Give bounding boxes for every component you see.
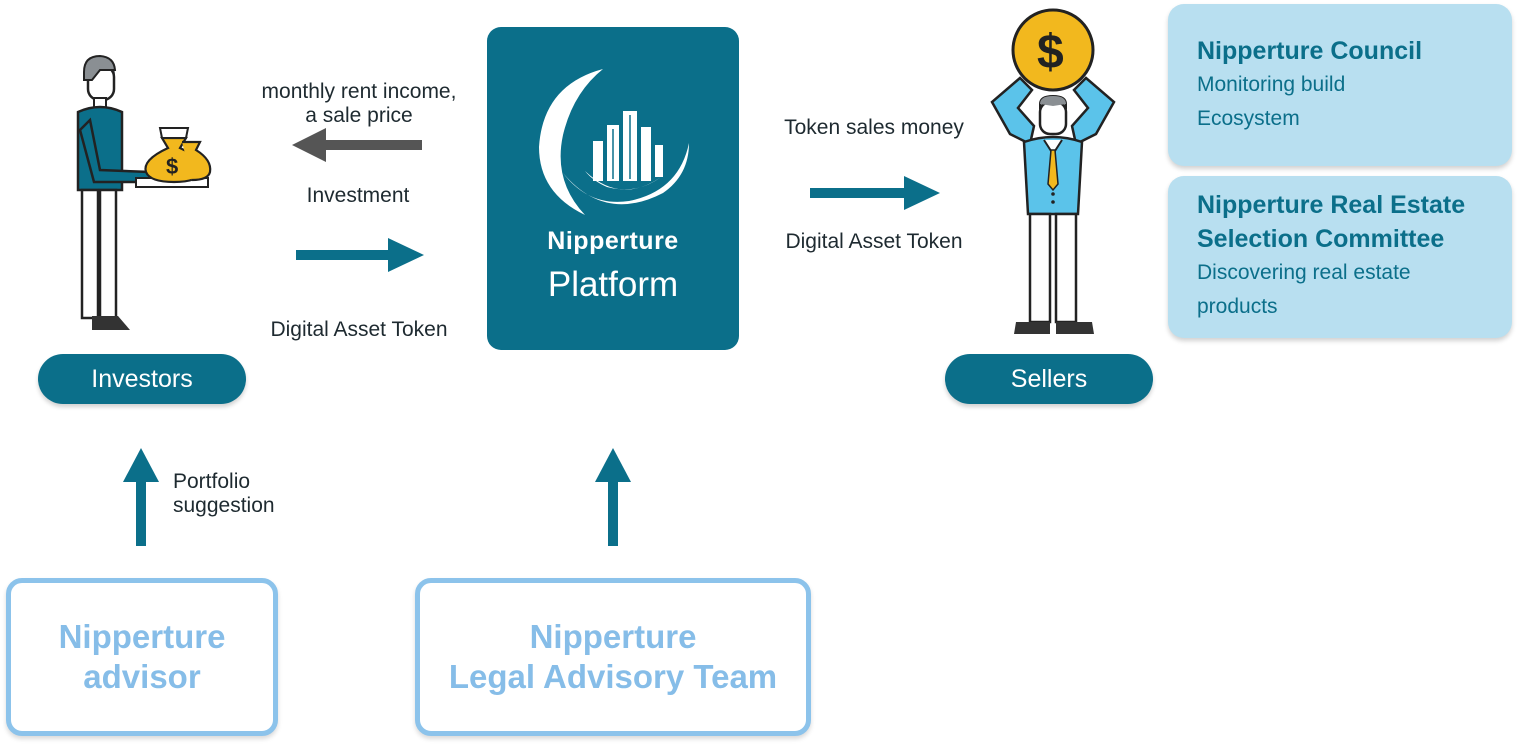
- investment-label: Investment: [306, 184, 410, 207]
- legal-arrow-up: [595, 448, 631, 546]
- platform-logo-icon: [539, 69, 689, 215]
- sellers-badge: Sellers: [945, 354, 1153, 404]
- legal-line1: Nipperture: [529, 618, 697, 655]
- return-arrow-left: [292, 128, 422, 162]
- seller-illustration: $: [990, 8, 1116, 334]
- advisor-line1: Nipperture: [58, 618, 226, 655]
- token-arrow-right: [810, 176, 940, 210]
- portfolio-line2: suggestion: [173, 494, 275, 517]
- rent-income-line2: a sale price: [305, 104, 413, 127]
- portfolio-arrow-up: [123, 448, 159, 546]
- legal-line2: Legal Advisory Team: [448, 658, 778, 695]
- portfolio-suggestion-label: Portfolio suggestion: [173, 470, 275, 518]
- rent-income-line1: monthly rent income,: [261, 80, 457, 103]
- token-sales-money-label: Token sales money: [784, 116, 964, 139]
- legal-team-box: Nipperture Legal Advisory Team: [415, 578, 811, 736]
- committee-line2: products: [1197, 295, 1278, 318]
- platform-box: Nipperture Platform: [487, 27, 739, 350]
- seller-coin-symbol: $: [1037, 26, 1064, 79]
- investors-badge: Investors: [38, 354, 246, 404]
- advisor-box: Nipperture advisor: [6, 578, 278, 736]
- investor-illustration: $: [76, 54, 212, 330]
- committee-title-line1: Nipperture Real Estate: [1197, 191, 1466, 219]
- committee-card: Nipperture Real Estate Selection Committ…: [1168, 176, 1512, 338]
- portfolio-line1: Portfolio: [173, 470, 251, 493]
- council-title: Nipperture Council: [1197, 37, 1423, 65]
- investment-arrow-right: [296, 238, 424, 272]
- digital-asset-token-right-label: Digital Asset Token: [785, 230, 963, 253]
- rent-income-label: monthly rent income, a sale price: [236, 80, 482, 128]
- advisor-line2: advisor: [83, 658, 201, 695]
- investor-money-symbol: $: [166, 154, 178, 179]
- council-line1: Monitoring build: [1197, 73, 1346, 96]
- council-card: Nipperture Council Monitoring build Ecos…: [1168, 4, 1512, 166]
- committee-line1: Discovering real estate: [1197, 261, 1411, 284]
- platform-title: Platform: [547, 265, 679, 304]
- council-line2: Ecosystem: [1197, 107, 1300, 130]
- platform-brand: Nipperture: [547, 227, 679, 255]
- committee-title-line2: Selection Committee: [1197, 225, 1445, 253]
- digital-asset-token-left-label: Digital Asset Token: [270, 318, 448, 341]
